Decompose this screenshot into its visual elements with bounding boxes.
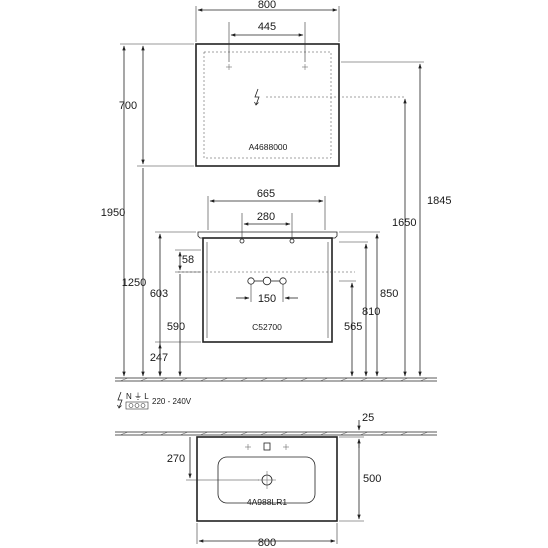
voltage-label: 220 - 240V: [152, 397, 192, 406]
svg-text:280: 280: [257, 211, 275, 223]
floor-line: [115, 377, 437, 382]
basin-top-view: 4A988LR1: [196, 436, 338, 522]
dimension-850: 850: [339, 231, 398, 377]
svg-text:850: 850: [380, 288, 398, 300]
terminal-block: [125, 401, 149, 410]
svg-text:810: 810: [362, 306, 380, 318]
vanity-product-code: C52700: [252, 322, 282, 332]
svg-text:700: 700: [119, 100, 137, 112]
tap-holes-top: [245, 444, 289, 450]
dimension-basin-width: 800: [196, 523, 338, 548]
electrical-legend: N ⏚ L 220 - 240V: [117, 391, 192, 410]
svg-text:1650: 1650: [392, 217, 416, 229]
lightning-icon-legend: [117, 391, 123, 409]
mount-hole-left: [239, 238, 245, 244]
vanity-unit: C52700: [178, 231, 355, 343]
dimension-58: 58: [175, 249, 201, 273]
dimension-1250: 1250: [122, 168, 146, 377]
mount-hole-right: [289, 238, 295, 244]
svg-text:150: 150: [258, 293, 276, 305]
mirror-outer-frame: [195, 43, 340, 167]
svg-text:25: 25: [362, 412, 374, 424]
dimension-25: 25: [339, 412, 374, 448]
mirror-mount-mark-left: [226, 64, 232, 70]
svg-text:445: 445: [258, 21, 276, 33]
svg-text:1950: 1950: [101, 207, 125, 219]
mirror: A4688000: [195, 43, 404, 167]
basin-outline: [196, 436, 338, 522]
svg-text:500: 500: [363, 473, 381, 485]
vanity-counter: [197, 231, 338, 239]
svg-text:247: 247: [150, 352, 168, 364]
svg-text:665: 665: [257, 188, 275, 200]
center-tap-hole: [263, 442, 271, 451]
mirror-inner-frame: [203, 51, 332, 159]
tap-fittings: [247, 276, 287, 286]
svg-text:590: 590: [167, 321, 185, 333]
dimension-tap-spacing: 150: [236, 284, 298, 305]
svg-text:1250: 1250: [122, 277, 146, 289]
wall-line: [115, 431, 437, 436]
svg-text:270: 270: [167, 453, 185, 465]
dimension-590: 590: [167, 274, 185, 377]
dimension-mirror-inner-width: 445: [228, 21, 306, 62]
mirror-mount-mark-right: [302, 64, 308, 70]
dimension-247: 247: [150, 341, 201, 377]
svg-text:603: 603: [150, 288, 168, 300]
terminal-label: N ⏚ L: [126, 392, 149, 401]
dimension-vanity-outer-width: 665: [207, 188, 326, 230]
dimension-270: 270: [167, 437, 259, 481]
svg-text:565: 565: [344, 321, 362, 333]
dimension-500: 500: [339, 439, 381, 522]
dimension-mirror-height: 700: [119, 43, 194, 167]
basin-product-code: 4A988LR1: [247, 497, 287, 507]
lightning-icon: [254, 88, 260, 106]
mirror-product-code: A4688000: [249, 142, 288, 152]
dimension-1845: 1845: [341, 61, 451, 377]
svg-text:58: 58: [182, 254, 194, 266]
dimension-vanity-inner-width: 280: [241, 211, 293, 238]
dimension-810: 810: [339, 241, 380, 377]
dimension-1950: 1950: [101, 43, 137, 377]
svg-text:1845: 1845: [427, 195, 451, 207]
svg-text:800: 800: [258, 537, 276, 548]
svg-text:800: 800: [258, 0, 276, 11]
dimension-mirror-width: 800: [195, 0, 340, 42]
vanity-cabinet: [202, 237, 333, 343]
dimension-1650: 1650: [392, 98, 416, 377]
dimension-565: 565: [339, 280, 362, 377]
